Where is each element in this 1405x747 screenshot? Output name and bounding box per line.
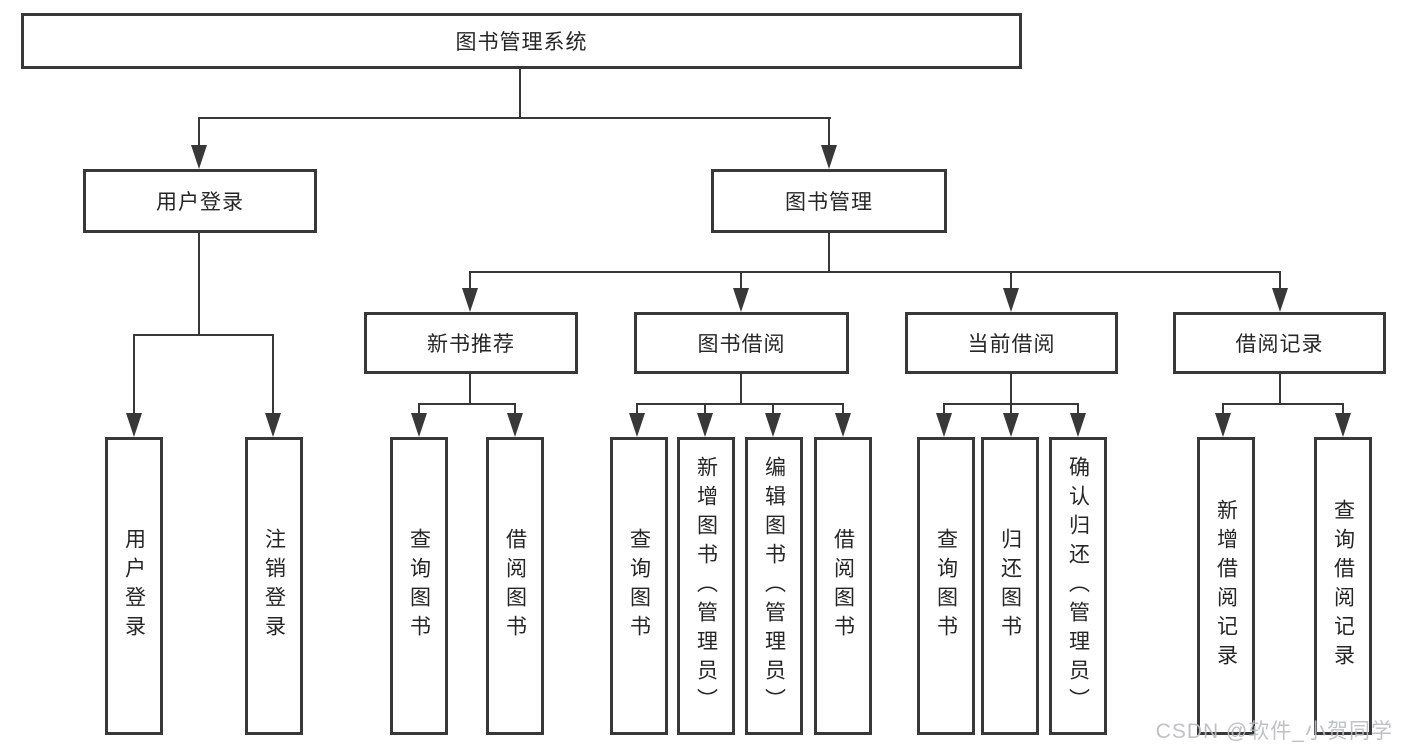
leaf-return-book: 归还图书 [981,437,1039,735]
leaf-add-book-admin-label: 新增图书（管理员） [694,455,718,717]
connector-hline [133,334,274,336]
leaf-return-book-label: 归还图书 [998,528,1022,644]
leaf-borrow-books-label: 借阅图书 [831,528,855,644]
arrowhead [1215,413,1231,437]
leaf-logout-label: 注销登录 [262,528,286,644]
arrowhead [1272,288,1288,312]
connector-vline [1279,374,1281,405]
arrowhead [1070,413,1086,437]
connector-vline [740,374,742,405]
connector-vline [772,403,774,415]
arrowhead [765,413,781,437]
connector-vline [514,403,516,415]
arrowhead [629,413,645,437]
connector-vline [1010,271,1012,291]
arrowhead [1003,288,1019,312]
leaf-add-borrow-record-label: 新增借阅记录 [1214,499,1238,673]
leaf-query-books-current-label: 查询图书 [934,528,958,644]
node-root: 图书管理系统 [21,13,1022,69]
leaf-borrow-books-recommend: 借阅图书 [486,437,544,735]
arrowhead [507,413,523,437]
node-borrow-record: 借阅记录 [1173,312,1386,374]
leaf-query-borrow-record-label: 查询借阅记录 [1331,499,1355,673]
leaf-borrow-books: 借阅图书 [814,437,872,735]
arrowhead [462,288,478,312]
leaf-query-books-recommend-label: 查询图书 [407,528,431,644]
arrowhead [265,413,281,437]
connector-hline [1222,403,1344,405]
leaf-query-books-borrow: 查询图书 [610,437,668,735]
leaf-edit-book-admin-label: 编辑图书（管理员） [762,455,786,717]
leaf-logout: 注销登录 [245,437,303,735]
connector-vline [133,334,135,415]
connector-vline [842,403,844,415]
leaf-edit-book-admin: 编辑图书（管理员） [745,437,803,735]
arrowhead [697,413,713,437]
leaf-borrow-books-recommend-label: 借阅图书 [503,528,527,644]
connector-vline [198,233,200,336]
leaf-add-book-admin: 新增图书（管理员） [677,437,735,735]
connector-hline [418,403,516,405]
connector-vline [1222,403,1224,415]
node-new-book-recommend: 新书推荐 [364,312,578,374]
connector-vline [469,271,471,291]
connector-hline [636,403,844,405]
watermark: CSDN @软件_小贺同学 [1155,720,1393,743]
arrowhead [126,413,142,437]
leaf-query-books-recommend: 查询图书 [390,437,448,735]
leaf-user-login: 用户登录 [105,437,163,735]
connector-vline [519,69,521,119]
arrowhead [191,145,207,169]
leaf-query-borrow-record: 查询借阅记录 [1314,437,1372,735]
connector-vline [469,374,471,405]
connector-vline [418,403,420,415]
connector-hline [198,117,831,119]
arrowhead [1335,413,1351,437]
connector-vline [1279,271,1281,291]
leaf-confirm-return-admin-label: 确认归还（管理员） [1066,455,1090,717]
arrowhead [936,413,952,437]
node-book-borrow: 图书借阅 [634,312,849,374]
arrowhead [411,413,427,437]
arrowhead [821,145,837,169]
connector-vline [828,117,830,147]
connector-vline [943,403,945,415]
connector-vline [272,334,274,415]
arrowhead [835,413,851,437]
leaf-query-books-borrow-label: 查询图书 [627,528,651,644]
node-book-management: 图书管理 [711,169,947,233]
node-current-borrow: 当前借阅 [905,312,1118,374]
leaf-user-login-label: 用户登录 [122,528,146,644]
connector-vline [1077,403,1079,415]
connector-hline [469,271,1280,273]
connector-vline [198,117,200,147]
connector-vline [1342,403,1344,415]
leaf-add-borrow-record: 新增借阅记录 [1197,437,1255,735]
connector-vline [740,271,742,291]
node-user-login: 用户登录 [83,169,317,233]
leaf-confirm-return-admin: 确认归还（管理员） [1049,437,1107,735]
arrowhead [1003,413,1019,437]
connector-vline [1010,374,1012,405]
connector-vline [1010,403,1012,415]
connector-vline [704,403,706,415]
arrowhead [733,288,749,312]
connector-vline [636,403,638,415]
connector-vline [828,233,830,273]
leaf-query-books-current: 查询图书 [917,437,975,735]
